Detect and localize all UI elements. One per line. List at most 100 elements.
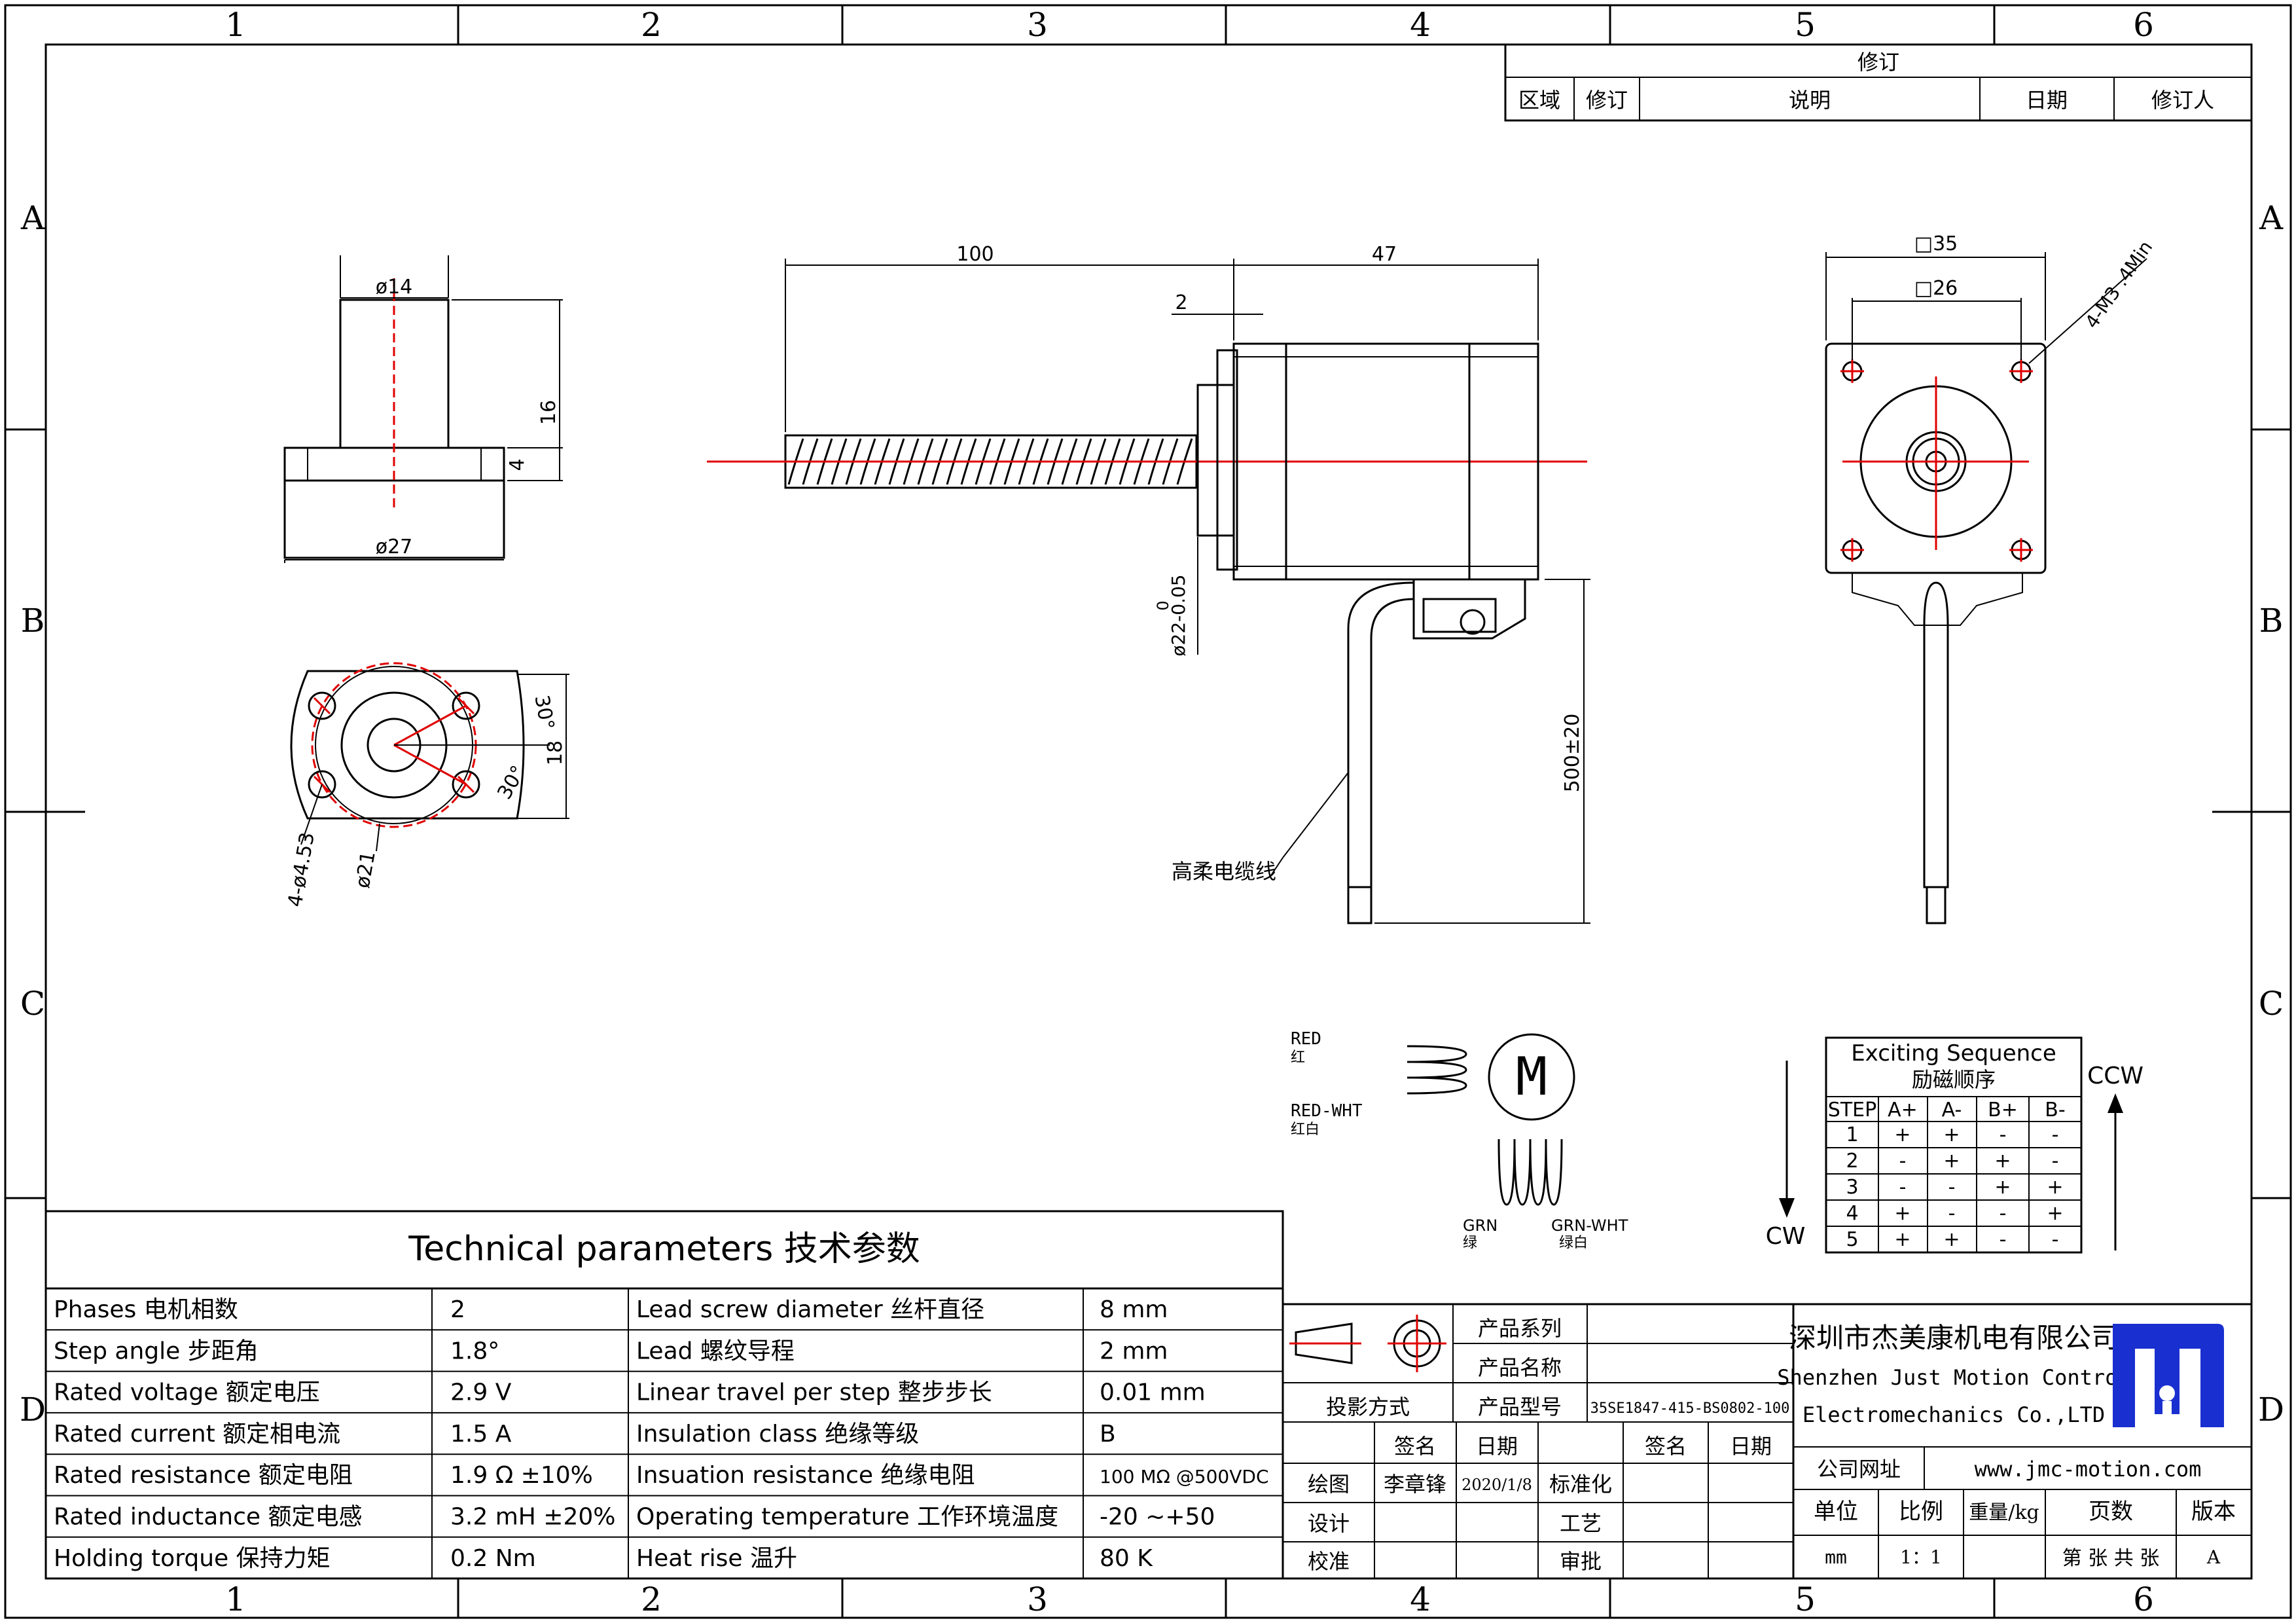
tb-pages-label: 页数: [2089, 1499, 2133, 1525]
row-label-b: B: [21, 602, 45, 640]
sequence-cell: +: [1994, 1150, 2011, 1173]
tech-param-value: 100 MΩ @500VDC: [1100, 1466, 1269, 1487]
tech-param-value: 1.9 Ω ±10%: [450, 1462, 593, 1489]
col-label-6: 6: [2133, 6, 2154, 44]
nut-front-view: ø14 16 4 ø27: [283, 255, 563, 563]
row-label-a-right: A: [2259, 199, 2284, 237]
tech-param-name: Step angle 步距角: [54, 1338, 259, 1364]
dim-nut-holes: 4-ø4.53: [283, 831, 319, 909]
tech-param-name: Rated current 额定相电流: [54, 1421, 340, 1448]
sequence-cell: +: [1894, 1228, 1910, 1251]
dim-nut-pcd: ø21: [351, 849, 380, 890]
revision-header-person: 修订人: [2151, 88, 2214, 113]
tech-param-name: Phases 电机相数: [54, 1296, 238, 1323]
tb-version-value: A: [2206, 1546, 2221, 1568]
title-block: 产品系列 产品名称 产品型号 35SE1847-415-BS0802-100 投…: [1282, 1303, 2253, 1580]
sequence-cell: -: [2000, 1228, 2007, 1251]
dim-nut-flange: 4: [506, 458, 529, 471]
tech-param-name: Rated inductance 额定电感: [54, 1504, 363, 1531]
sequence-header-step: STEP: [1828, 1099, 1876, 1122]
sequence-cell: +: [1994, 1176, 2011, 1199]
revision-title: 修订: [1857, 50, 1899, 75]
tech-param-name: Rated voltage 额定电压: [54, 1379, 320, 1406]
sequence-step-number: 4: [1846, 1202, 1858, 1225]
tech-params-grid: [46, 1329, 1283, 1538]
tech-param-value: 2.9 V: [450, 1379, 512, 1406]
sequence-cell: -: [1899, 1150, 1907, 1173]
dim-pilot-upper: 0: [1154, 600, 1172, 610]
dim-angle-upper: 30°: [530, 693, 559, 731]
tech-param-name: Insulation class 绝缘等级: [636, 1421, 919, 1448]
col-label-2-bottom: 2: [641, 1580, 662, 1618]
wire-red-cn: 红: [1291, 1049, 1305, 1066]
tech-param-value: 0.2 Nm: [450, 1545, 536, 1572]
tech-param-name: Lead screw diameter 丝杆直径: [636, 1296, 984, 1323]
wire-grn-wht-cn: 绿白: [1559, 1235, 1588, 1251]
tech-param-value: 8 mm: [1100, 1296, 1168, 1323]
tb-scale-value: 1：1: [1900, 1546, 1942, 1568]
tech-param-name: Linear travel per step 整步步长: [636, 1379, 992, 1406]
row-label-c: C: [20, 985, 45, 1023]
revision-block: 修订 区域 修订 说明 日期 修订人: [1504, 43, 2253, 122]
tb-version-label: 版本: [2191, 1499, 2236, 1525]
tb-drawn-by: 李章锋: [1384, 1472, 1446, 1497]
col-label-3-bottom: 3: [1027, 1580, 1048, 1618]
sequence-title: Exciting Sequence: [1851, 1040, 2056, 1067]
sequence-cell: -: [2052, 1228, 2059, 1251]
sequence-cell: -: [2000, 1123, 2007, 1146]
sequence-title-cn: 励磁顺序: [1912, 1067, 1996, 1092]
dim-angle-lower: 30°: [493, 761, 530, 803]
tb-date-header-2: 日期: [1730, 1434, 1772, 1459]
tech-param-value: B: [1100, 1421, 1116, 1448]
direction-ccw: CCW: [2087, 1063, 2144, 1089]
sequence-cell: +: [1943, 1123, 1960, 1146]
nut-end-view: 18 30° 30° 4-ø4.53 ø21: [283, 662, 569, 909]
dim-nut-top-diameter: ø14: [376, 276, 413, 299]
sequence-cell: -: [2000, 1202, 2007, 1225]
dim-cable-length: 500±20: [1561, 714, 1584, 793]
tb-sign-header-2: 签名: [1645, 1434, 1687, 1459]
motor-symbol: M: [1516, 1046, 1547, 1107]
tech-param-value: 80 K: [1100, 1545, 1153, 1572]
tech-param-name: Insuation resistance 绝缘电阻: [636, 1462, 975, 1489]
tech-param-value: 1.8°: [450, 1338, 499, 1364]
tb-weight-label: 重量/kg: [1969, 1501, 2039, 1524]
sequence-header-a-plus: A+: [1888, 1099, 1918, 1122]
revision-header-desc: 说明: [1789, 88, 1831, 113]
cable-label: 高柔电缆线: [1172, 859, 1276, 884]
tb-drawn-date: 2020/1/8: [1462, 1476, 1532, 1494]
company-name-en-2: Electromechanics Co.,LTD: [1803, 1402, 2105, 1427]
sequence-cell: -: [2052, 1123, 2059, 1146]
wiring-diagram: RED 红 RED-WHT 红白 M GRN 绿 GRN-WHT 绿白: [1291, 1029, 1628, 1251]
dim-screw-length: 100: [956, 243, 994, 266]
sequence-cell: +: [1894, 1202, 1910, 1225]
sequence-cell: +: [1943, 1228, 1960, 1251]
wire-grn-wht: GRN-WHT: [1551, 1216, 1628, 1235]
tb-series-label: 产品系列: [1478, 1316, 1562, 1341]
tb-scale-label: 比例: [1899, 1499, 1943, 1525]
sequence-step-number: 5: [1846, 1228, 1858, 1251]
wire-grn-cn: 绿: [1463, 1235, 1477, 1251]
wire-red-wht: RED-WHT: [1291, 1101, 1363, 1121]
tb-process-label: 工艺: [1560, 1511, 1602, 1536]
exciting-sequence-table: Exciting Sequence 励磁顺序 STEP A+ A- B+ B- …: [1766, 1036, 2144, 1254]
tech-param-value: 2 mm: [1100, 1338, 1168, 1364]
revision-header-date: 日期: [2026, 88, 2068, 113]
tb-sign-header: 签名: [1394, 1434, 1436, 1459]
sequence-cell: -: [2052, 1150, 2059, 1173]
wire-grn: GRN: [1463, 1216, 1498, 1235]
row-label-d-right: D: [2258, 1391, 2284, 1429]
tb-model-label: 产品型号: [1478, 1395, 1562, 1419]
sequence-cell: -: [1948, 1202, 1956, 1225]
tech-param-name: Holding torque 保持力矩: [54, 1545, 331, 1572]
tech-param-name: Heat rise 温升: [636, 1545, 797, 1572]
revision-header-rev: 修订: [1586, 88, 1628, 113]
sequence-step-number: 1: [1846, 1123, 1858, 1146]
tech-param-name: Lead 螺纹导程: [636, 1338, 795, 1364]
company-name-cn: 深圳市杰美康机电有限公司: [1789, 1322, 2119, 1354]
sequence-cell: -: [1948, 1176, 1956, 1199]
row-label-a: A: [20, 199, 45, 237]
row-label-c-right: C: [2259, 985, 2284, 1023]
